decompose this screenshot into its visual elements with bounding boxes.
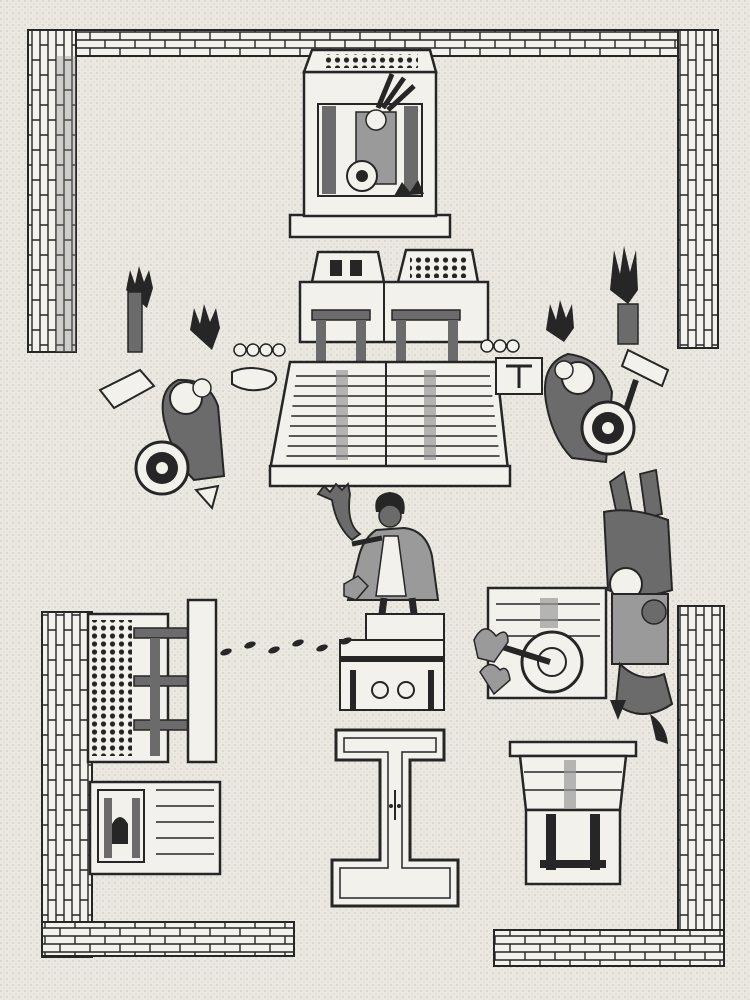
temple-stairs-icon <box>286 375 500 457</box>
i-shaped-ballcourt-icon <box>330 728 460 908</box>
shrine-priest-icon <box>346 73 424 196</box>
left-warrior-icon <box>98 266 226 511</box>
right-warrior-icon <box>544 246 670 464</box>
footprint <box>268 646 280 654</box>
falling-figure-icon <box>602 468 674 744</box>
small-shrine-icon <box>88 780 222 876</box>
right-glyph-icon <box>480 339 543 395</box>
brick-wall-top-icon <box>27 29 719 353</box>
footprint <box>244 641 256 649</box>
left-shield-icon <box>134 440 190 496</box>
brick-wall-bottom-right-icon <box>493 605 725 967</box>
footprint <box>220 648 232 656</box>
footprint <box>316 644 328 652</box>
footprint <box>340 637 352 645</box>
brick-wall-bottom-left-icon <box>41 611 295 958</box>
twin-pyramid-temple-icon <box>268 248 512 488</box>
priest-platform-icon <box>339 575 445 711</box>
footprints-icon <box>220 637 352 656</box>
right-altar-icon <box>473 586 608 700</box>
bottom-right-shrine-icon <box>508 740 638 886</box>
left-glyph-icon <box>231 343 286 392</box>
skull-rack-icon <box>86 598 218 764</box>
right-shield-icon <box>580 400 636 456</box>
footprint <box>292 639 304 647</box>
central-priest-icon <box>316 482 440 631</box>
top-shrine-icon <box>288 48 452 239</box>
